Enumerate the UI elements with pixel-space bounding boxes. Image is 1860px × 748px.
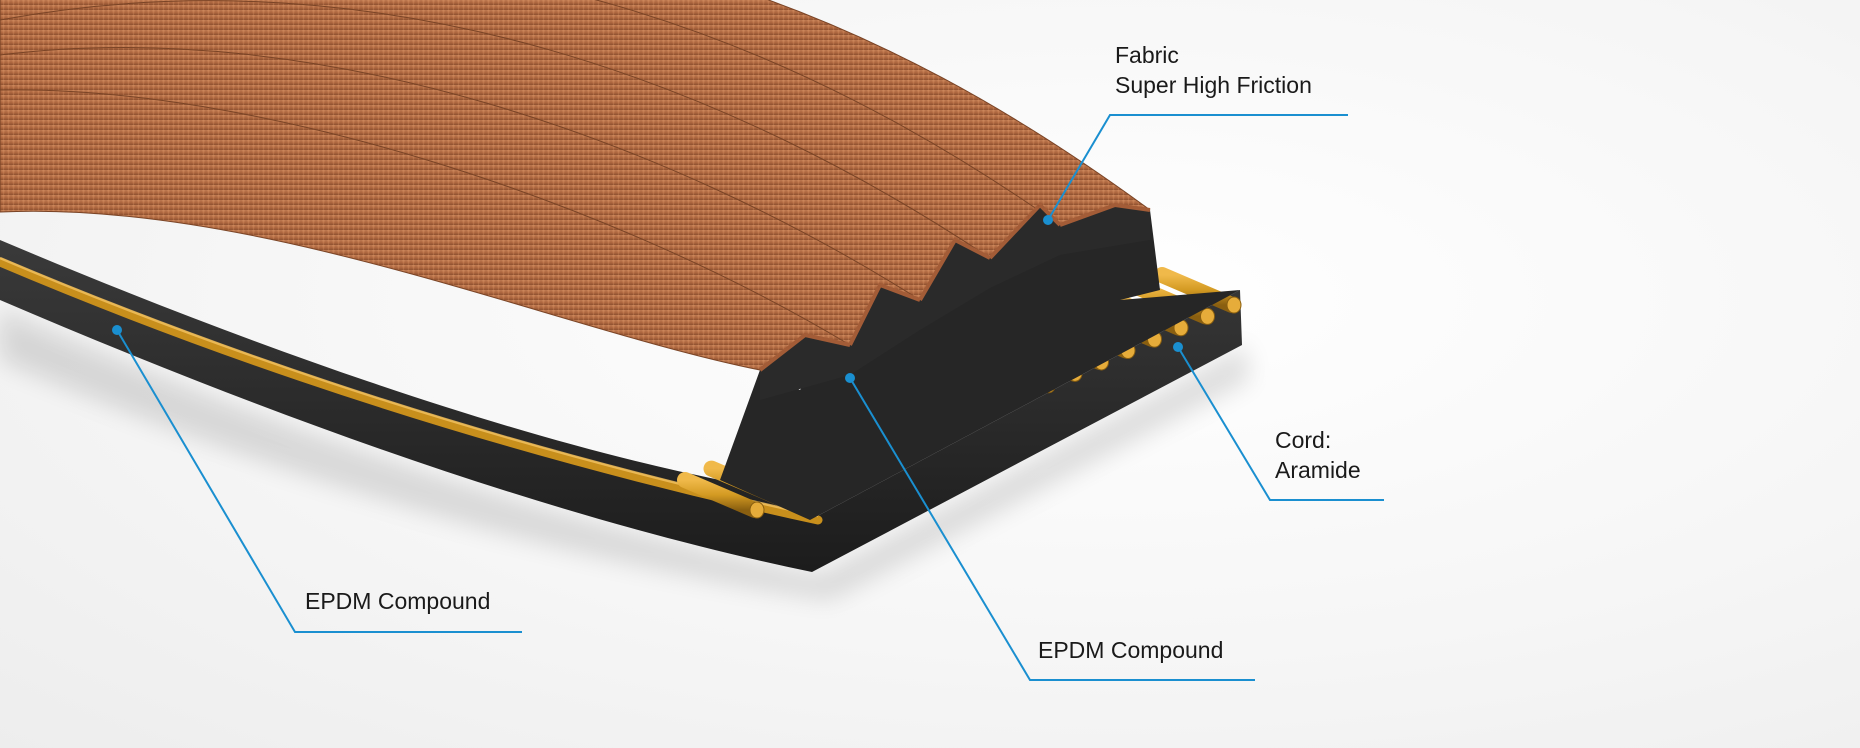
fabric-rib [0,89,851,371]
leader-dots [112,215,1183,383]
belt-shadow [0,310,1250,600]
label-fabric: Fabric Super High Friction [1115,40,1312,100]
dot-epdm-left [112,325,122,335]
leader-fabric [1047,114,1348,221]
leader-epdm-left [116,329,522,633]
rubber-cut-face [720,200,1240,520]
label-epdm-right: EPDM Compound [1038,635,1223,665]
label-epdm-right-text: EPDM Compound [1038,637,1224,663]
rib-fabric-edge [1059,202,1151,227]
label-fabric-line2: Super High Friction [1115,72,1312,98]
rib-cut-face [850,285,920,375]
cord-end [1200,307,1215,325]
dot-cord [1173,342,1183,352]
leader-cord [1177,346,1384,501]
cord-strand [677,472,763,518]
rib-fabric-edge [848,282,921,346]
rib-cut-face [760,335,850,400]
dot-fabric [1043,215,1053,225]
rib-fabric-edge [988,202,1062,260]
leader-epdm-right [849,377,1255,681]
label-fabric-line1: Fabric [1115,42,1179,68]
cord-end [1226,296,1242,314]
label-cord-line2: Aramide [1275,457,1361,483]
label-epdm-left-text: EPDM Compound [305,588,491,614]
label-cord: Cord: Aramide [1275,425,1361,485]
rib-cut-face [920,240,990,330]
leader-lines [116,114,1384,681]
label-epdm-left: EPDM Compound [305,586,490,616]
rib-fabric-edge [758,332,851,372]
rubber-base [0,240,1242,572]
label-cord-line1: Cord: [1275,427,1332,453]
rib-cut-face [990,205,1060,288]
fabric-ribs [0,0,1151,400]
dot-epdm-right [845,373,855,383]
cord-end [749,501,765,519]
rib-fabric-edge [918,237,991,302]
